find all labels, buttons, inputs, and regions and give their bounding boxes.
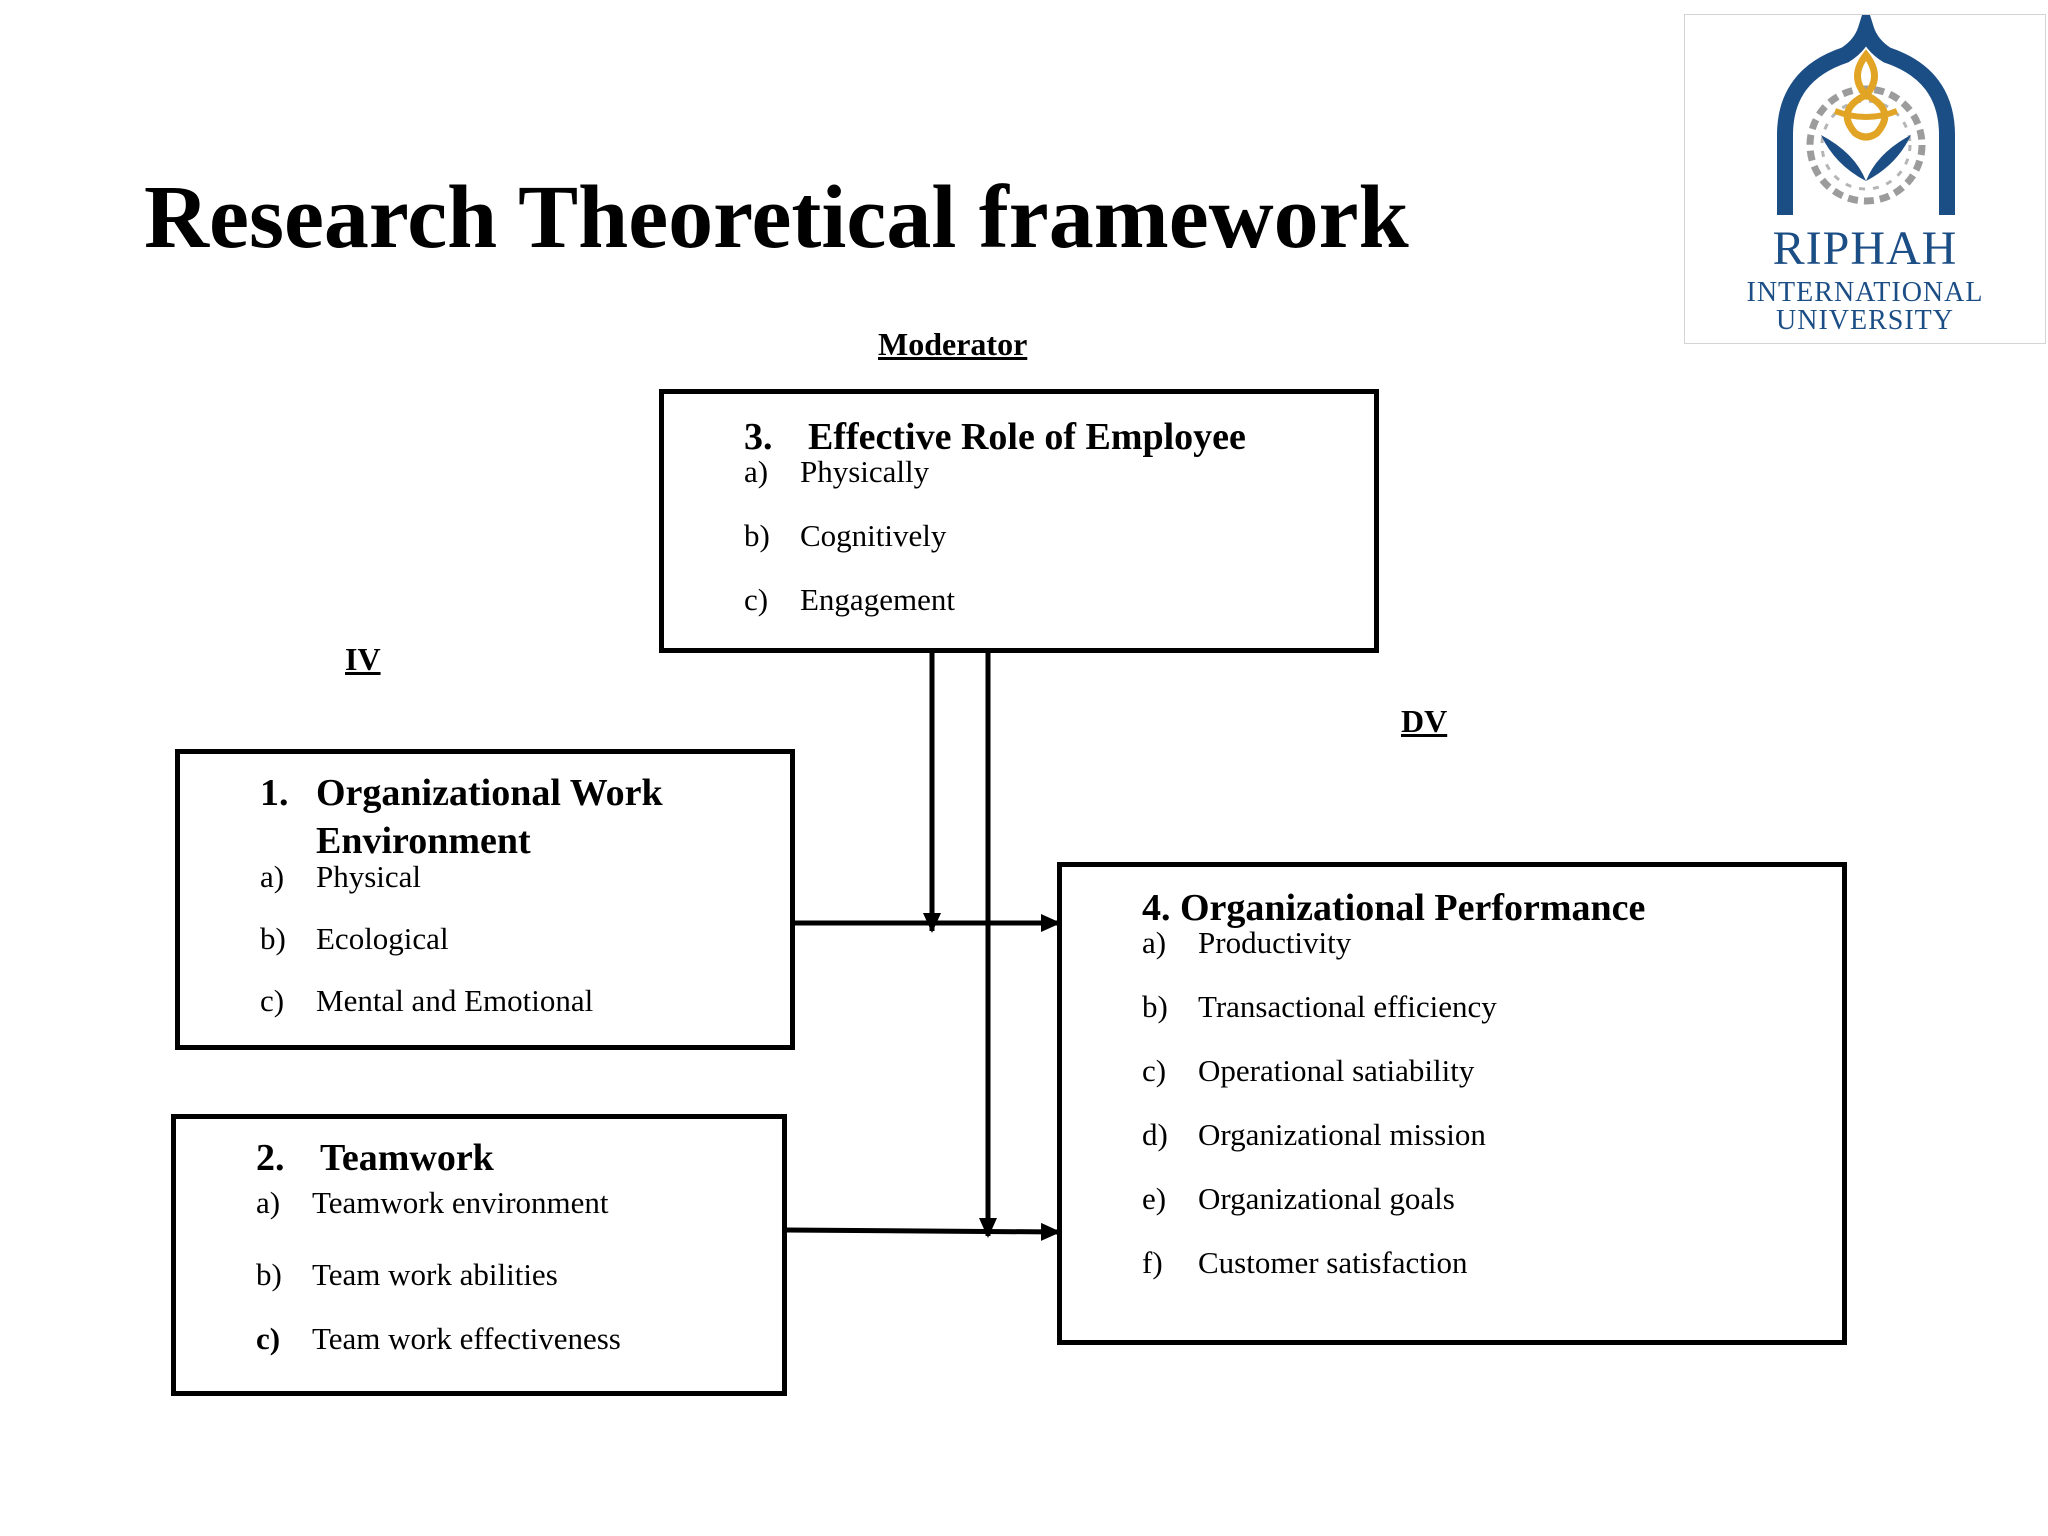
- list-marker: e): [1142, 1180, 1167, 1216]
- iv-label: IV: [345, 641, 381, 677]
- university-emblem-icon: [1777, 15, 1955, 215]
- list-item: d) Organizational mission: [1142, 1117, 1842, 1181]
- list-item: c) Engagement: [744, 582, 1374, 646]
- list-text: Cognitively: [800, 517, 947, 553]
- list-item: b) Team work abilities: [256, 1257, 782, 1321]
- list-item: b) Ecological: [260, 921, 790, 983]
- list-item: c) Operational satiability: [1142, 1053, 1842, 1117]
- list-marker: b): [744, 517, 770, 553]
- list-item: f) Customer satisfaction: [1142, 1245, 1842, 1309]
- list-text: Teamwork environment: [312, 1184, 609, 1220]
- list-item: c) Mental and Emotional: [260, 983, 790, 1045]
- logo-text-riphah: RIPHAH: [1772, 222, 1958, 275]
- list-marker: b): [1142, 988, 1168, 1024]
- list-text: Transactional efficiency: [1198, 988, 1497, 1024]
- list-marker: d): [1142, 1116, 1168, 1152]
- list-marker: c): [260, 983, 285, 1018]
- iv1-box-title-line1: Organizational Work: [316, 772, 663, 814]
- iv2-to-dv-arrow: [784, 1222, 1061, 1241]
- list-item: a) Productivity: [1142, 925, 1842, 989]
- list-text: Mental and Emotional: [316, 983, 594, 1018]
- riphah-logo: RIPHAH INTERNATIONAL UNIVERSITY: [1684, 14, 2046, 344]
- list-marker: a): [260, 859, 285, 894]
- list-marker: c): [1142, 1052, 1167, 1088]
- list-marker: f): [1142, 1244, 1163, 1280]
- list-text: Operational satiability: [1198, 1052, 1475, 1088]
- iv1-box-number: 1.: [260, 772, 289, 814]
- list-marker: c): [256, 1320, 281, 1356]
- iv2-box: 2. Teamwork a) Teamwork environment b) Team…: [171, 1114, 787, 1396]
- list-item: a) Physical: [260, 859, 790, 921]
- list-text: Physically: [800, 453, 930, 489]
- dv-box-title: 4. Organizational Performance: [1142, 887, 1646, 929]
- iv2-box-title-text: Teamwork: [320, 1137, 494, 1179]
- moderator-label: Moderator: [878, 326, 1028, 362]
- moderator-box-title: 3. Effective Role of Employee: [744, 414, 1374, 462]
- list-text: Organizational goals: [1198, 1180, 1455, 1216]
- list-marker: a): [1142, 924, 1167, 960]
- moderator-box: 3. Effective Role of Employee a) Physicall…: [659, 389, 1379, 653]
- list-marker: b): [256, 1256, 282, 1292]
- moderator-box-title-text: Effective Role of Employee: [808, 416, 1246, 458]
- list-text: Ecological: [316, 921, 449, 956]
- list-marker: a): [256, 1184, 281, 1220]
- list-text: Team work effectiveness: [312, 1320, 621, 1356]
- logo-text-international: INTERNATIONAL: [1746, 277, 1984, 308]
- dv-label: DV: [1401, 703, 1448, 739]
- iv1-box-title-line2: Environment: [316, 819, 531, 862]
- iv2-box-number: 2.: [256, 1137, 285, 1179]
- list-text: Physical: [316, 859, 422, 894]
- iv1-box: 1. Organizational Work Environment a) Phys…: [175, 749, 795, 1050]
- list-item: b) Cognitively: [744, 518, 1374, 582]
- page-title: Research Theoretical framework: [144, 168, 1409, 267]
- list-item: b) Transactional efficiency: [1142, 989, 1842, 1053]
- list-text: Organizational mission: [1198, 1116, 1486, 1152]
- list-item: a) Physically: [744, 454, 1374, 518]
- list-item: e) Organizational goals: [1142, 1181, 1842, 1245]
- list-item: c) Team work effectiveness: [256, 1321, 782, 1385]
- list-item: a) Teamwork environment: [256, 1185, 782, 1257]
- list-text: Customer satisfaction: [1198, 1244, 1468, 1280]
- moderator-box-number: 3.: [744, 416, 773, 458]
- list-text: Engagement: [800, 581, 955, 617]
- iv2-box-title: 2. Teamwork: [256, 1135, 782, 1183]
- dv-box: 4. Organizational Performance a) Producti…: [1057, 862, 1847, 1345]
- list-text: Productivity: [1198, 924, 1352, 960]
- list-text: Team work abilities: [312, 1256, 558, 1292]
- logo-text-university: UNIVERSITY: [1776, 305, 1954, 336]
- list-marker: b): [260, 921, 286, 956]
- list-marker: c): [744, 581, 769, 617]
- iv1-box-title: 1. Organizational Work Environment: [260, 770, 790, 865]
- list-marker: a): [744, 453, 769, 489]
